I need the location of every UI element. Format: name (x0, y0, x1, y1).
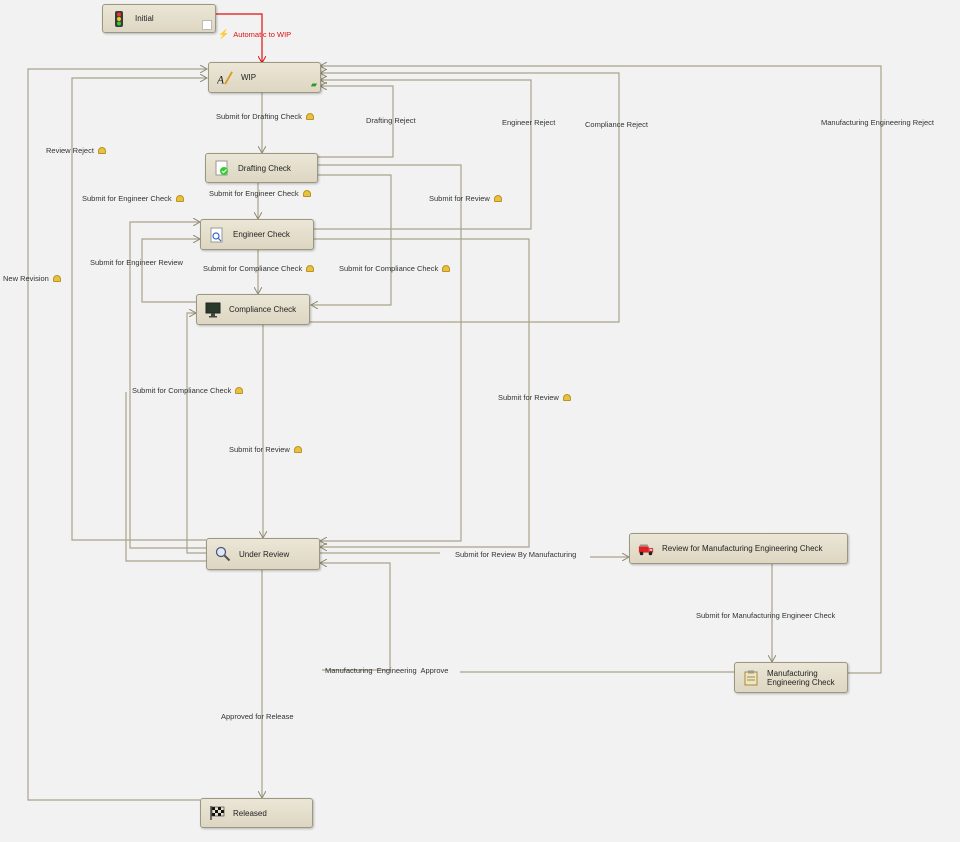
label-review-reject[interactable]: Review Reject (46, 146, 106, 155)
edge-mfg-reject (320, 66, 882, 674)
edge-submit-review-1 (318, 164, 462, 541)
state-label: Under Review (239, 549, 290, 559)
traffic-light-icon (111, 10, 127, 27)
edge-submit-compliance-3 (125, 313, 206, 562)
label-submit-review-2[interactable]: Submit for Review (498, 393, 571, 402)
state-under-review[interactable]: Under Review (206, 538, 320, 570)
edge-submit-review-2 (314, 238, 530, 547)
state-label: Drafting Check (238, 163, 291, 173)
label-submit-drafting[interactable]: Submit for Drafting Check (216, 112, 314, 121)
edge-drafting-reject (318, 86, 394, 158)
state-label: Released (233, 808, 267, 818)
edge-new-revision (27, 69, 207, 801)
magnifier-icon (215, 546, 231, 562)
state-mfg-engineering-check[interactable]: Manufacturing Engineering Check (734, 662, 848, 693)
document-check-icon (214, 160, 230, 176)
edge-submit-engineer-2 (129, 222, 206, 549)
edge-submit-review-mfg (320, 553, 629, 557)
label-submit-engineer-2[interactable]: Submit for Engineer Check (82, 194, 184, 203)
label-submit-review-3[interactable]: Submit for Review (229, 445, 302, 454)
edge-engineer-reject (314, 80, 532, 230)
bell-icon (442, 265, 451, 272)
pencil-icon: A (217, 70, 233, 86)
state-compliance-check[interactable]: Compliance Check (196, 294, 310, 325)
state-released[interactable]: Released (200, 798, 313, 828)
label-mfg-approve[interactable]: Manufacturing Engineering Approve (325, 666, 449, 675)
state-label: Initial (135, 14, 154, 23)
bell-icon (562, 394, 571, 401)
edge-mfg-approve (320, 563, 734, 673)
label-mfg-reject[interactable]: Manufacturing Engineering Reject (821, 118, 934, 127)
flag-icon: ▰ (310, 80, 317, 89)
edge-auto-wip (216, 13, 262, 63)
label-submit-engineer-1[interactable]: Submit for Engineer Check (209, 189, 311, 198)
bell-icon (175, 195, 184, 202)
edge-compliance-reject (310, 73, 620, 323)
clipboard-icon (743, 670, 759, 686)
state-label: WIP (241, 73, 257, 82)
state-initial[interactable]: Initial (102, 4, 216, 33)
bell-icon (97, 147, 106, 154)
label-submit-engineer-review[interactable]: Submit for Engineer Review (90, 258, 183, 267)
state-label: Manufacturing Engineering Check (767, 668, 835, 687)
label-auto-wip[interactable]: ⚡ Automatic to WIP (218, 29, 292, 39)
state-label: Review for Manufacturing Engineering Che… (662, 544, 823, 553)
bell-icon (52, 275, 61, 282)
bell-icon (235, 387, 244, 394)
label-submit-compliance-2[interactable]: Submit for Compliance Check (339, 264, 451, 273)
label-submit-compliance-1[interactable]: Submit for Compliance Check (203, 264, 315, 273)
state-label: Engineer Check (233, 230, 290, 239)
bell-icon (302, 190, 311, 197)
label-submit-review-mfg[interactable]: Submit for Review By Manufacturing (455, 550, 577, 559)
svg-text:A: A (217, 74, 225, 86)
bell-icon (493, 195, 502, 202)
checkered-flag-icon (209, 805, 225, 821)
state-engineer-check[interactable]: Engineer Check (200, 219, 314, 250)
label-submit-compliance-3[interactable]: Submit for Compliance Check (132, 386, 244, 395)
state-label: Compliance Check (229, 305, 297, 314)
lightning-icon: ⚡ (218, 29, 230, 39)
document-search-icon (209, 227, 225, 243)
label-submit-mfg-check[interactable]: Submit for Manufacturing Engineer Check (696, 611, 836, 620)
note-icon (202, 20, 212, 30)
state-review-for-mfg-check[interactable]: Review for Manufacturing Engineering Che… (629, 533, 848, 564)
edge-review-reject (71, 78, 207, 541)
label-drafting-reject[interactable]: Drafting Reject (366, 116, 416, 125)
edge-submit-engineer-review (141, 239, 200, 303)
label-engineer-reject[interactable]: Engineer Reject (502, 118, 556, 127)
bell-icon (306, 265, 315, 272)
label-new-revision[interactable]: New Revision (3, 274, 61, 283)
label-submit-review-1[interactable]: Submit for Review (429, 194, 502, 203)
fire-truck-icon (638, 541, 654, 557)
monitor-icon (205, 302, 221, 318)
state-drafting-check[interactable]: Drafting Check (205, 153, 318, 183)
label-compliance-reject[interactable]: Compliance Reject (585, 120, 648, 129)
bell-icon (305, 113, 314, 120)
label-approved-release[interactable]: Approved for Release (221, 712, 294, 721)
edge-submit-compliance-2 (311, 174, 392, 305)
bell-icon (293, 446, 302, 453)
state-wip[interactable]: A WIP ▰ (208, 62, 321, 93)
